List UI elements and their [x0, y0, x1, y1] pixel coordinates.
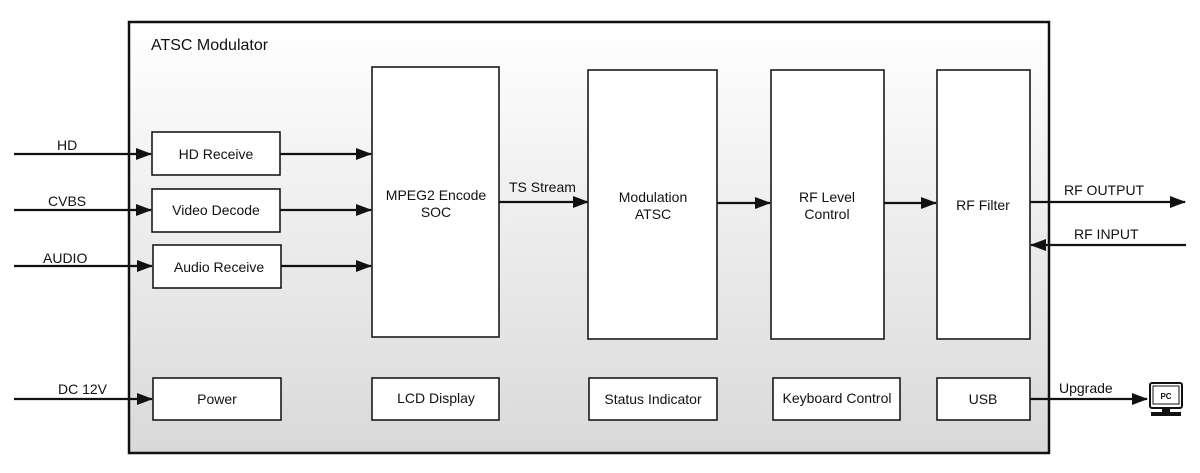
keyboard-control-block: Keyboard Control: [772, 377, 901, 421]
video-decode-label: Video Decode: [172, 202, 260, 218]
mpeg2-label-line2: SOC: [421, 204, 451, 220]
rf-filter-label: RF Filter: [956, 197, 1010, 213]
hd-receive-label: HD Receive: [179, 146, 254, 162]
hd-receive-block: HD Receive: [151, 131, 281, 176]
dc-signal-label: DC 12V: [58, 381, 108, 397]
rf-filter-block: RF Filter: [936, 69, 1031, 340]
ts-stream-label: TS Stream: [509, 179, 576, 195]
mpeg2-label-line1: MPEG2 Encode: [386, 187, 487, 203]
status-indicator-block: Status Indicator: [588, 377, 718, 421]
mpeg2-encode-soc-block: MPEG2 Encode SOC: [371, 66, 500, 338]
power-label: Power: [197, 391, 237, 407]
upgrade-label: Upgrade: [1059, 380, 1113, 396]
modulation-label-line2: ATSC: [635, 206, 671, 222]
hd-signal-label: HD: [57, 137, 77, 153]
audio-signal-label: AUDIO: [43, 250, 87, 266]
modulation-atsc-block: Modulation ATSC: [587, 69, 718, 340]
status-indicator-label: Status Indicator: [604, 391, 702, 407]
usb-label: USB: [969, 391, 998, 407]
diagram-title: ATSC Modulator: [151, 37, 269, 54]
modulation-label-line1: Modulation: [619, 189, 688, 205]
video-decode-block: Video Decode: [151, 188, 281, 233]
keyboard-control-label: Keyboard Control: [783, 390, 892, 406]
pc-icon: PC: [1149, 382, 1183, 416]
pc-icon-label: PC: [1160, 392, 1171, 401]
audio-receive-block: Audio Receive: [152, 244, 282, 289]
cvbs-signal-label: CVBS: [48, 193, 86, 209]
audio-receive-label: Audio Receive: [174, 259, 264, 275]
rf-level-label-line2: Control: [804, 206, 849, 222]
rf-level-label-line1: RF Level: [799, 189, 855, 205]
power-block: Power: [152, 377, 282, 421]
lcd-display-label: LCD Display: [397, 390, 475, 406]
usb-block: USB: [936, 377, 1031, 421]
rf-level-control-block: RF Level Control: [770, 69, 885, 340]
lcd-display-block: LCD Display: [371, 377, 500, 421]
rf-input-label: RF INPUT: [1074, 226, 1139, 242]
input-signals: HD CVBS AUDIO DC 12V: [14, 137, 153, 405]
rf-output-label: RF OUTPUT: [1064, 182, 1145, 198]
